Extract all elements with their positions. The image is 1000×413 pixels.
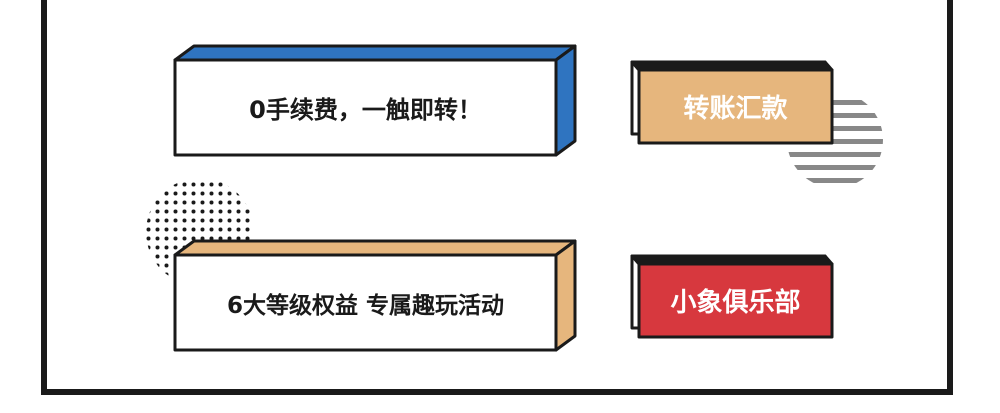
club-tag-label[interactable]: 小象俱乐部 — [670, 288, 801, 318]
transfer-tag-label[interactable]: 转账汇款 — [683, 94, 788, 124]
stripe-pattern-circle — [787, 100, 883, 183]
tag-box-1 — [630, 60, 834, 145]
banner-text-2: 6大等级权益 专属趣玩活动 — [226, 292, 504, 319]
banner-box-1 — [173, 44, 577, 157]
banner-box-2 — [173, 239, 577, 352]
banner-text-1: 0手续费，一触即转！ — [249, 96, 482, 124]
tag-box-2 — [630, 254, 834, 339]
